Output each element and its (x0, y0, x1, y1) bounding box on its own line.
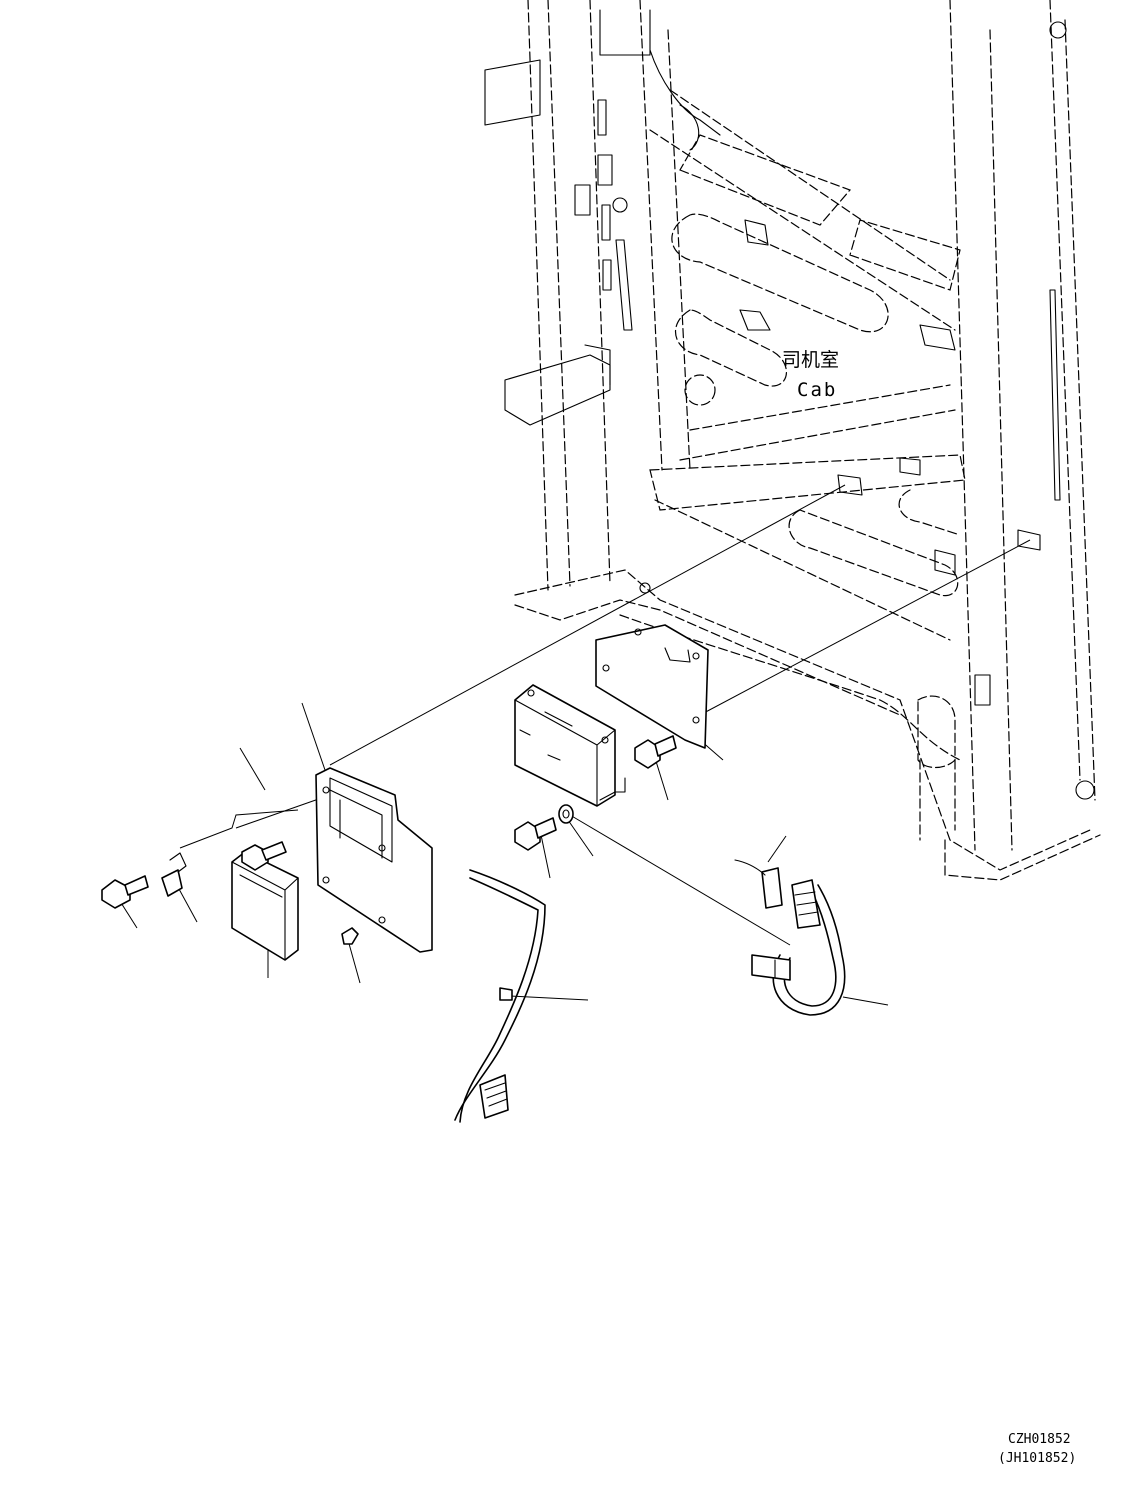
bracket-plate (315, 767, 433, 953)
bolt-lower-left (101, 875, 149, 909)
small-screw (341, 927, 359, 945)
cab-frame (484, 0, 1101, 881)
wire-harness-right (734, 859, 846, 1016)
washer (558, 804, 574, 824)
drawing-number-alt: (JH101852) (998, 1451, 1076, 1466)
cover-box (231, 851, 299, 961)
wire-harness-lower (454, 869, 546, 1123)
bolt-right (634, 735, 677, 769)
assembly-lines (179, 484, 1031, 946)
controller-unit (514, 684, 626, 807)
bolt-center (514, 817, 557, 851)
drawing-number: CZH01852 (1008, 1432, 1071, 1447)
mounting-plate-upper (595, 624, 709, 749)
cab-label-chinese: 司机室 (782, 349, 839, 371)
clip-bracket (161, 852, 187, 897)
bolt-upper-left (241, 841, 287, 871)
cab-label-english: Cab (797, 379, 837, 401)
